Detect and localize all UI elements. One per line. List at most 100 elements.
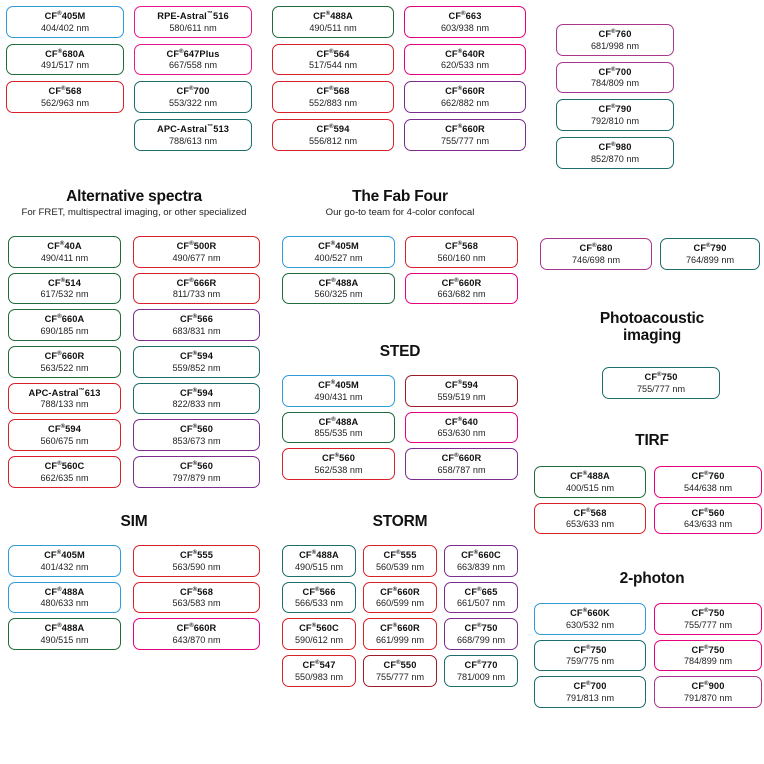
trademark-mark: ®	[457, 86, 463, 93]
trademark-mark: ®	[59, 241, 65, 247]
dye-name: CF®405M	[44, 550, 85, 561]
dye-name: CF®660R	[380, 623, 420, 634]
dye-name: CF®500R	[176, 241, 217, 252]
dye-spectra: 490/411 nm	[40, 252, 89, 263]
trademark-mark: ®	[57, 586, 62, 593]
dye-spectra: 755/777 nm	[636, 383, 686, 394]
dye-spectra: 617/532 nm	[40, 289, 89, 300]
trademark-mark: ®	[706, 243, 711, 249]
trademark-mark: ®	[330, 241, 336, 247]
trademark-mark: ®	[192, 351, 198, 358]
dye-name: CF®555	[180, 550, 213, 561]
dye-name: CF®594	[316, 124, 350, 135]
dye-spectra: 562/538 nm	[314, 464, 363, 475]
trademark-mark: ™	[206, 11, 213, 17]
dye-name: CF®647Plus	[166, 48, 220, 59]
dye-name: CF®660R	[441, 277, 482, 288]
trademark-mark: ®	[582, 608, 588, 614]
dye-name: CF®560	[180, 461, 213, 472]
dye-spectra: 630/532 nm	[565, 619, 615, 630]
trademark-mark: ®	[329, 86, 334, 93]
dye-name: CF®405M	[318, 380, 359, 391]
dye-spectra: 560/160 nm	[437, 252, 486, 263]
